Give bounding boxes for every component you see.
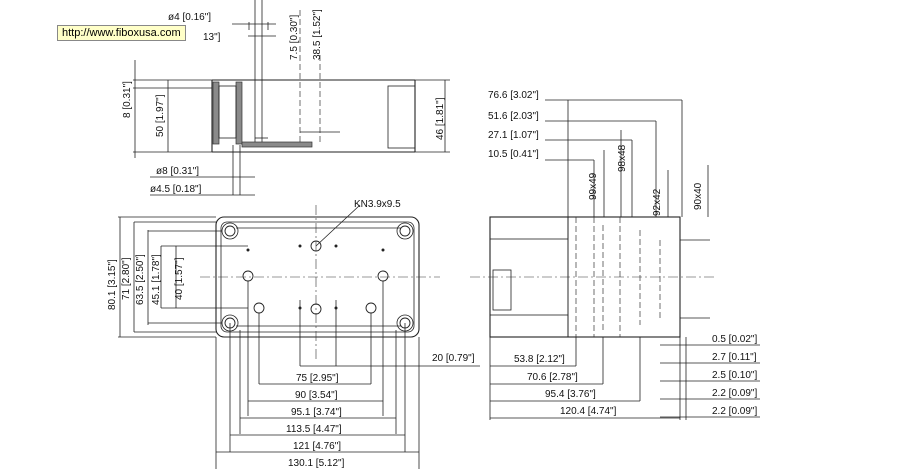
dim-2-7: 2.7 [0.11"]	[712, 352, 757, 363]
dim-d8: ø8 [0.31"]	[156, 166, 199, 177]
dim-40: 40 [1.57"]	[174, 257, 185, 300]
dim-120-4: 120.4 [4.74"]	[560, 406, 617, 417]
dim-0-5: 0.5 [0.02"]	[712, 334, 757, 345]
dim-70-6: 70.6 [2.78"]	[527, 372, 578, 383]
dim-10-5: 10.5 [0.41"]	[488, 149, 539, 160]
dim-90: 90 [3.54"]	[295, 390, 338, 401]
dim-80-1: 80.1 [3.15"]	[107, 259, 118, 310]
dim-90x40: 90x40	[693, 182, 704, 210]
dim-63-5: 63.5 [2.50"]	[135, 254, 146, 305]
section-view-labels: ø4 [0.16"] 13"] 7.5 [0.30"] 38.5 [1.52"]…	[122, 9, 446, 195]
section-view	[133, 0, 450, 196]
dim-hole-diameter: ø4 [0.16"]	[168, 12, 211, 23]
dim-95-1: 95.1 [3.74"]	[291, 407, 342, 418]
dim-7-5: 7.5 [0.30"]	[289, 15, 300, 60]
dim-92x42: 92x42	[652, 188, 663, 216]
dim-95-4: 95.4 [3.76"]	[545, 389, 596, 400]
dim-113-5: 113.5 [4.47"]	[286, 424, 342, 435]
front-view	[118, 204, 480, 469]
dim-8: 8 [0.31"]	[122, 81, 133, 118]
side-view	[470, 99, 760, 420]
dim-53-8: 53.8 [2.12"]	[514, 354, 565, 365]
dim-2-2-a: 2.2 [0.09"]	[712, 388, 757, 399]
dim-45-1: 45.1 [1.78"]	[151, 254, 162, 305]
front-view-labels: KN3.9x9.5 80.1 [3.15"] 71 [2.80"] 63.5 […	[107, 199, 475, 469]
dim-130-1: 130.1 [5.12"]	[288, 458, 345, 469]
callout-kn: KN3.9x9.5	[354, 199, 401, 210]
dim-75: 75 [2.95"]	[296, 373, 339, 384]
dim-50: 50 [1.97"]	[155, 94, 166, 137]
dim-27-1: 27.1 [1.07"]	[488, 130, 539, 141]
dim-99x49: 99x49	[588, 172, 599, 200]
dim-38-5: 38.5 [1.52"]	[312, 9, 323, 60]
dim-2-5: 2.5 [0.10"]	[712, 370, 757, 381]
dim-20: 20 [0.79"]	[432, 353, 475, 364]
dim-2-2-b: 2.2 [0.09"]	[712, 406, 757, 417]
dim-51-6: 51.6 [2.03"]	[488, 111, 539, 122]
url-tooltip: http://www.fiboxusa.com	[57, 25, 186, 41]
dim-121: 121 [4.76"]	[293, 441, 341, 452]
dim-d4-5: ø4.5 [0.18"]	[150, 184, 202, 195]
dim-partial-13: 13"]	[203, 32, 221, 43]
dim-76-6: 76.6 [3.02"]	[488, 90, 539, 101]
dim-71: 71 [2.80"]	[121, 257, 132, 300]
side-view-labels: 76.6 [3.02"] 51.6 [2.03"] 27.1 [1.07"] 1…	[488, 90, 757, 417]
dim-46: 46 [1.81"]	[435, 97, 446, 140]
dim-98x48: 98x48	[617, 144, 628, 172]
